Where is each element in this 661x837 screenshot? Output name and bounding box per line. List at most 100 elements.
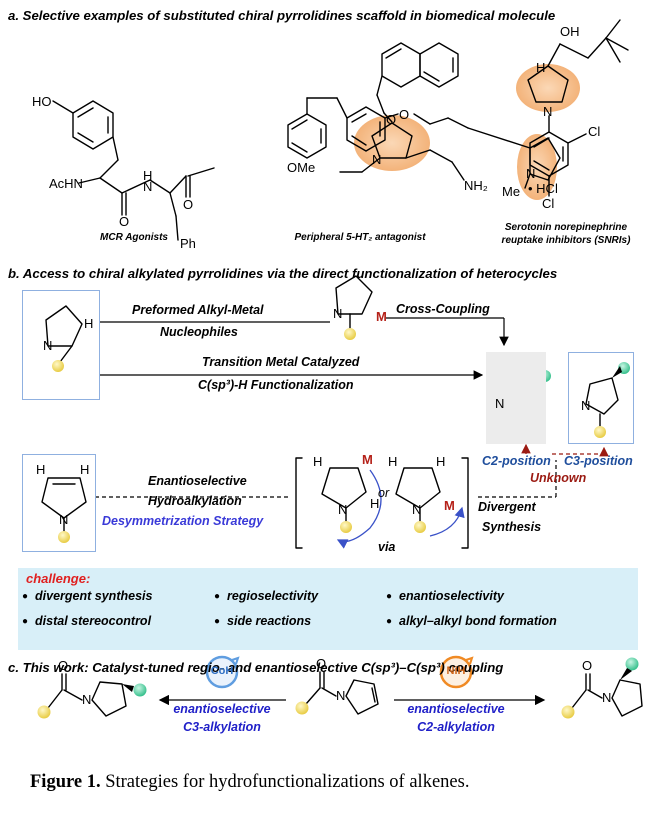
caption-snri-line1: Serotonin norepinephrine	[504, 222, 628, 233]
atom-label-ph: Ph	[180, 236, 196, 251]
challenge-title: challenge:	[26, 571, 91, 586]
atom-label-hcl: • HCl	[528, 181, 558, 196]
atom-label-cl: Cl	[542, 196, 555, 211]
metal-label-m: M	[444, 498, 455, 513]
yellow-substituent-ball	[594, 426, 606, 438]
atom-label-o: O	[399, 107, 410, 122]
challenge-item: regioselectivity	[214, 589, 318, 603]
atom-label-h: H	[80, 462, 90, 477]
yellow-substituent-ball	[37, 705, 51, 719]
atom-label-h: H	[436, 454, 446, 469]
cross-coupling-label: Cross-Coupling	[396, 302, 490, 316]
figure-caption-text: Strategies for hydrofunctionalizations o…	[100, 772, 470, 792]
metal-label-m: M	[376, 309, 387, 324]
c3-position-label: C3-position	[564, 454, 633, 468]
highlight-snri-pyrrolidine	[516, 64, 580, 112]
atom-label-h: H	[388, 454, 398, 469]
coh-catalyst-label: CoH	[210, 665, 234, 677]
section-b-heading: b. Access to chiral alkylated pyrrolidin…	[8, 266, 558, 281]
c3-product-box	[568, 352, 634, 444]
left-condition-line1: enantioselective	[173, 702, 271, 716]
starting-pyrrolidine-box	[22, 290, 100, 400]
or-label: or	[378, 486, 390, 500]
preformed-label-line1: Preformed Alkyl-Metal	[132, 303, 264, 317]
nih-catalyst-label: NiH	[446, 665, 466, 677]
yellow-substituent-ball	[58, 531, 70, 543]
caption-mcr-agonists: MCR Agonists	[100, 232, 168, 243]
challenge-item: divergent synthesis	[22, 589, 152, 603]
atom-label-n: N	[526, 166, 536, 181]
atom-label-h: H	[36, 462, 46, 477]
hydroalkylation-label: Hydroalkylation	[148, 494, 242, 508]
atom-label-o: O	[386, 112, 397, 127]
green-substituent-ball	[625, 657, 639, 671]
yellow-substituent-ball	[295, 701, 309, 715]
preformed-label-line2: Nucleophiles	[160, 325, 238, 339]
figure-caption-label: Figure 1.	[30, 772, 101, 792]
c2-product-panel	[486, 352, 546, 444]
yellow-substituent-ball	[344, 328, 356, 340]
via-arrow-2	[429, 506, 465, 537]
atom-label-n: N	[338, 502, 348, 517]
atom-label-n: N	[372, 152, 382, 167]
yellow-substituent-ball	[340, 521, 352, 533]
atom-label-n: N	[333, 306, 343, 321]
yellow-substituent-ball	[561, 705, 575, 719]
atom-label-h: H	[536, 60, 546, 75]
yellow-substituent-ball	[52, 360, 64, 372]
tm-catalyzed-label-line2: C(sp³)-H Functionalization	[198, 378, 354, 392]
ht2-antagonist-structure	[287, 97, 561, 189]
atom-label-o: O	[183, 197, 194, 212]
challenge-item: distal stereocontrol	[22, 614, 151, 628]
challenge-item: alkyl–alkyl bond formation	[386, 614, 557, 628]
enantioselective-label: Enantioselective	[148, 474, 247, 488]
atom-label-o: O	[316, 656, 327, 671]
caption-5ht2-antagonist: Peripheral 5-HT₂ antagonist	[294, 232, 426, 243]
atom-label-n: N	[143, 179, 153, 194]
atom-label-n: N	[581, 398, 591, 413]
atom-label-h: H	[313, 454, 323, 469]
atom-label-o: O	[119, 214, 130, 229]
figure-caption: Figure 1. Strategies for hydrofunctional…	[30, 772, 469, 793]
atom-label-h: H	[84, 316, 94, 331]
challenge-item: side reactions	[214, 614, 311, 628]
metal-label-m: M	[362, 452, 373, 467]
atom-label-o: O	[582, 658, 593, 673]
c2-position-label: C2-position	[482, 454, 551, 468]
via-arrow-1	[336, 469, 382, 549]
challenge-item: enantioselectivity	[386, 589, 504, 603]
tm-catalyzed-label-line1: Transition Metal Catalyzed	[202, 355, 360, 369]
atom-label-h: H	[370, 496, 380, 511]
section-a-heading: a. Selective examples of substituted chi…	[8, 8, 556, 23]
atom-label-n: N	[543, 104, 553, 119]
snri-structure	[527, 19, 629, 197]
atom-label-ome: OMe	[287, 160, 316, 175]
section-c-heading: c. This work: Catalyst-tuned regio- and …	[8, 660, 504, 675]
atom-label-n: N	[43, 338, 53, 353]
yellow-substituent-ball	[414, 521, 426, 533]
atom-label-oh: OH	[560, 24, 580, 39]
divergent-label: Divergent	[478, 500, 536, 514]
section-b-arrows	[94, 317, 609, 498]
atom-label-n: N	[59, 512, 69, 527]
atom-label-o: O	[58, 658, 69, 673]
desymmetrization-label: Desymmetrization Strategy	[102, 514, 264, 528]
left-condition-line2: C3-alkylation	[183, 720, 261, 734]
right-condition-line1: enantioselective	[407, 702, 505, 716]
atom-label-n: N	[602, 690, 612, 705]
section-c-structures	[47, 671, 643, 717]
atom-label-n: N	[336, 688, 346, 703]
green-substituent-ball	[133, 683, 147, 697]
challenge-panel: challenge: divergent synthesis regiosele…	[18, 568, 638, 650]
atom-label-me: Me	[502, 184, 521, 199]
right-condition-line2: C2-alkylation	[417, 720, 495, 734]
mcr-agonist-structure	[52, 42, 465, 241]
pyrroline-box	[22, 454, 96, 552]
atom-label-cl: Cl	[588, 124, 601, 139]
via-label: via	[378, 540, 396, 554]
caption-snri-line2: reuptake inhibitors (SNRIs)	[501, 235, 631, 246]
atom-label-achn: AcHN	[49, 176, 83, 191]
synthesis-label: Synthesis	[482, 520, 542, 534]
atom-label-ho: HO	[32, 94, 52, 109]
